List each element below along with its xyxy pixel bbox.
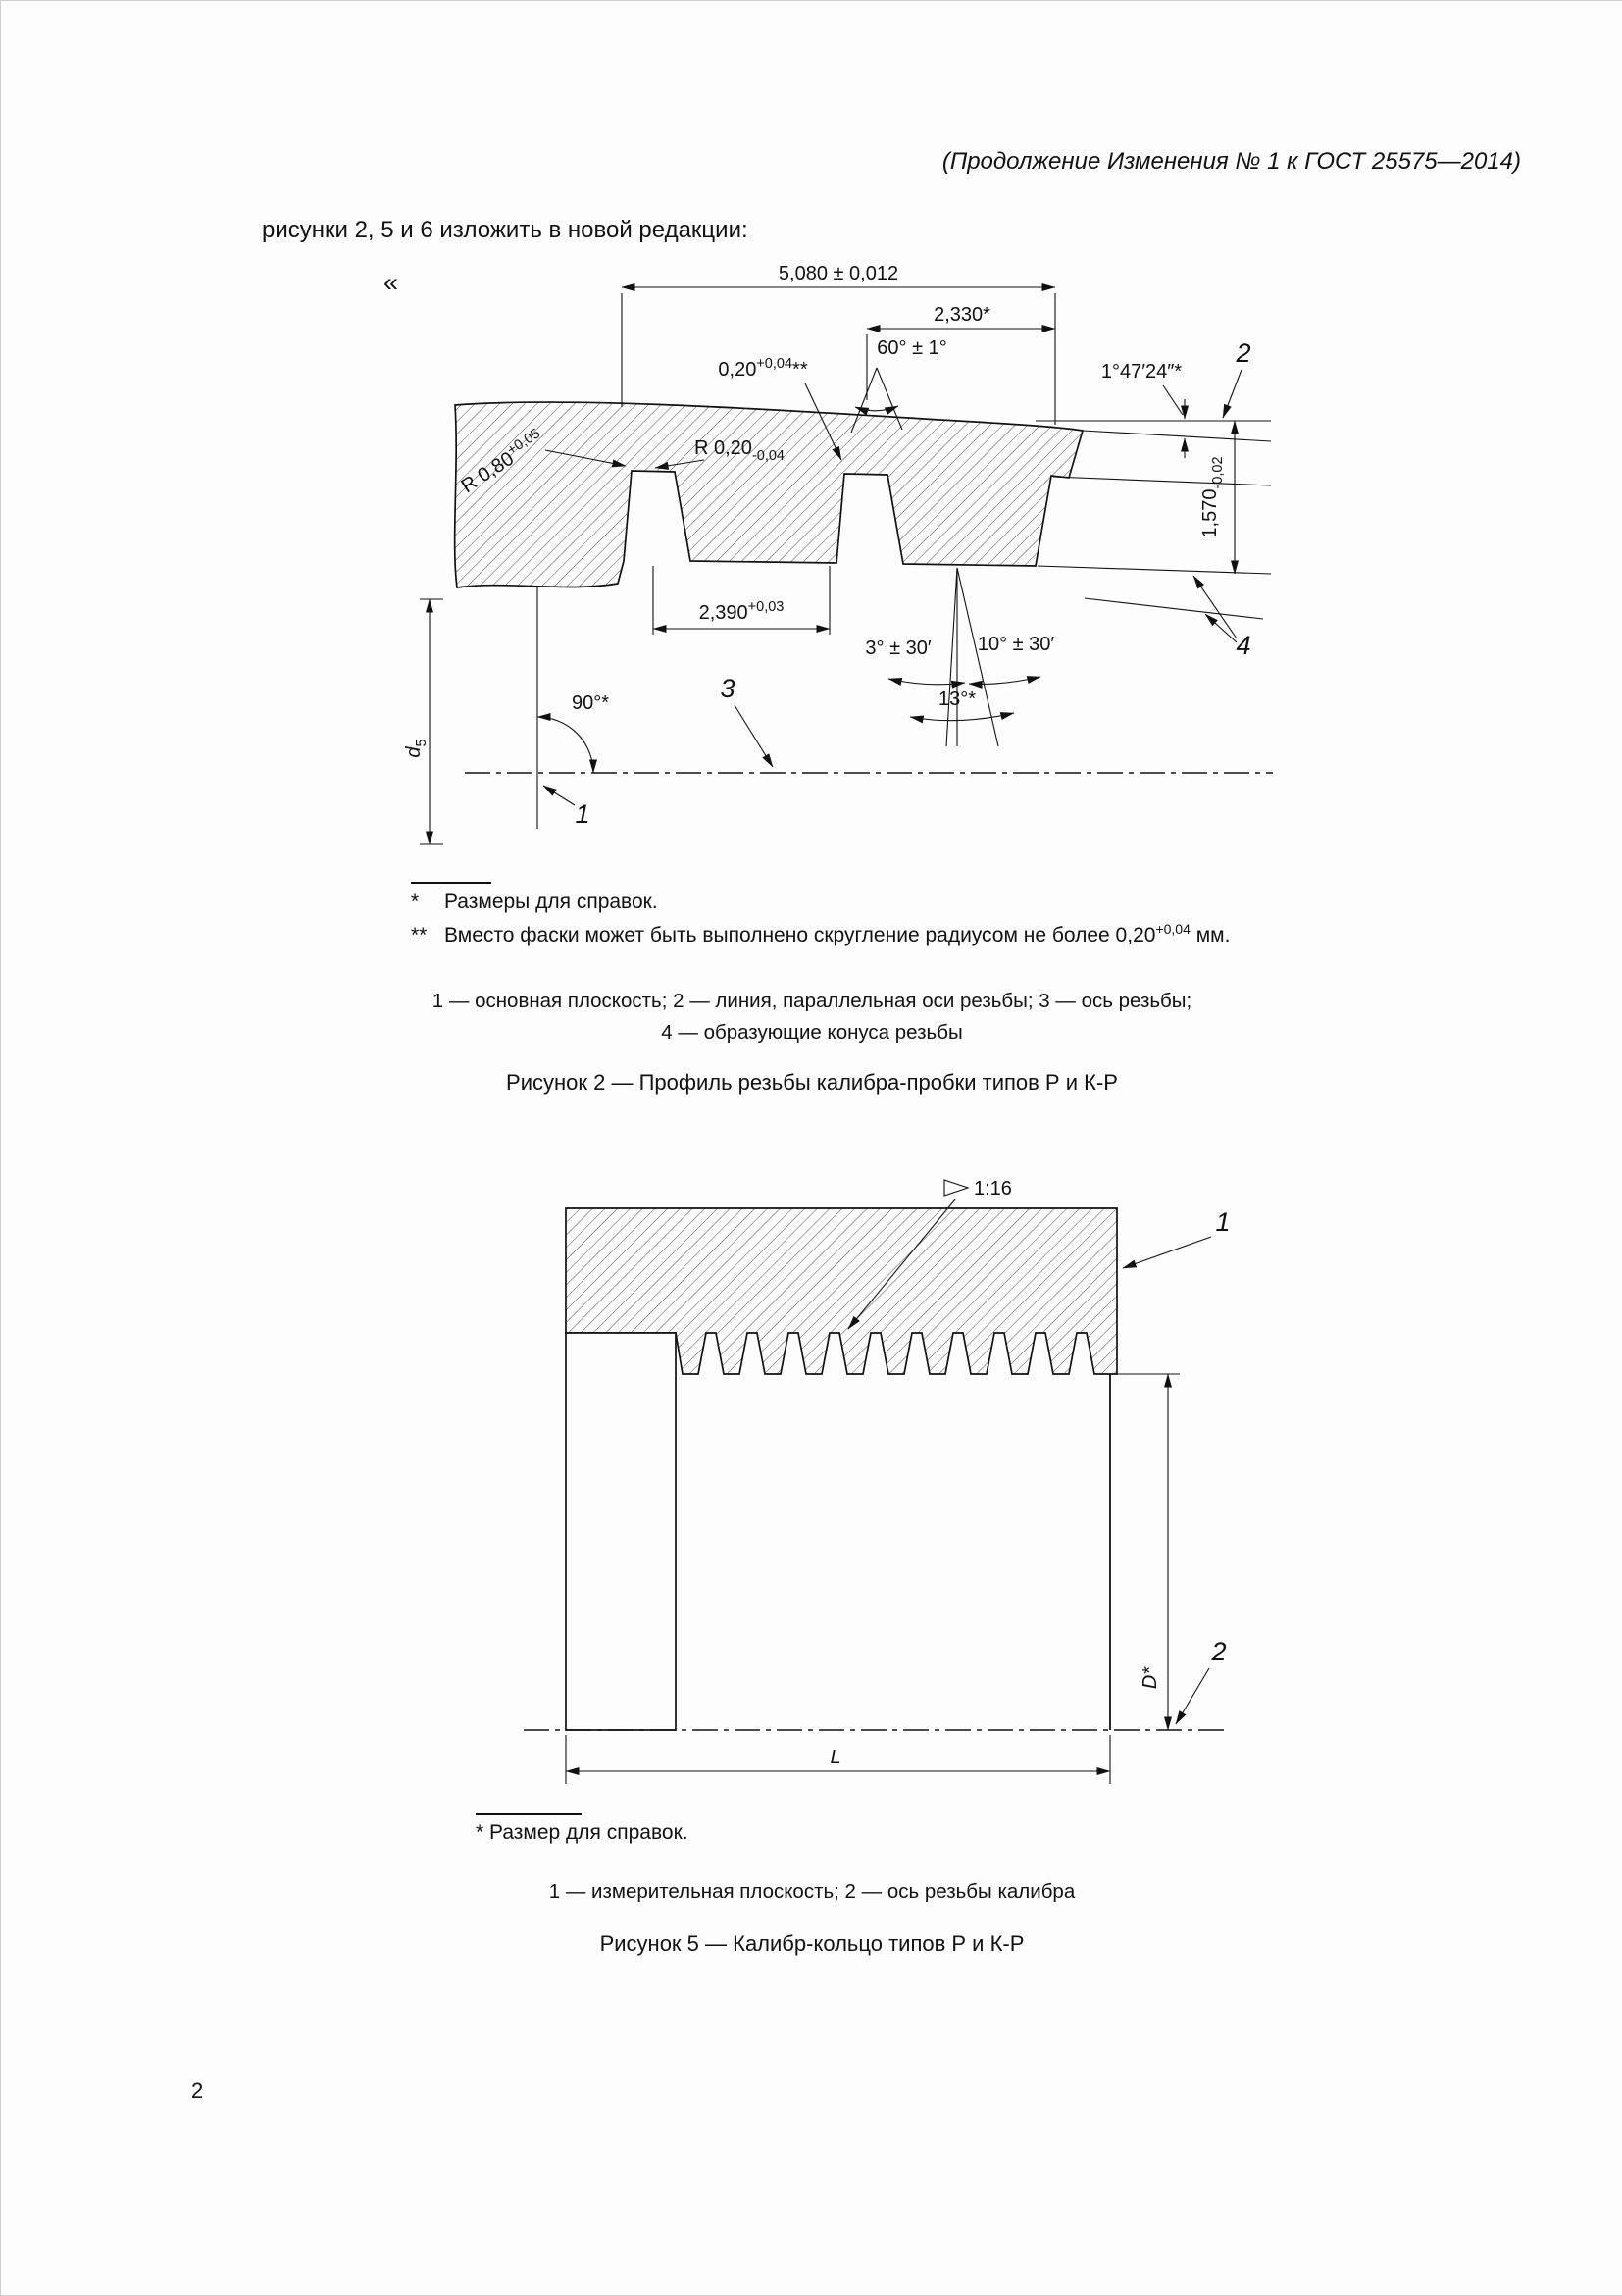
svg-text:L: L bbox=[830, 1747, 840, 1768]
thread-profile-drawing: 1°47′24″* 2 4 1,570-0,02 5,080 ± 0,012 bbox=[403, 263, 1273, 845]
flank-angles: 3° ± 30′ 10° ± 30′ 13°* bbox=[865, 567, 1055, 747]
svg-text:R 0,20-0,04: R 0,20-0,04 bbox=[694, 437, 785, 464]
caption-fig2: Рисунок 2 — Профиль резьбы калибра-пробк… bbox=[506, 1070, 1118, 1095]
legend-fig2-line1: 1 — основная плоскость; 2 — линия, парал… bbox=[431, 990, 1192, 1012]
svg-text:D*: D* bbox=[1140, 1666, 1161, 1689]
taper-value: 1:16 bbox=[974, 1178, 1012, 1199]
dim-L: L bbox=[565, 1735, 1111, 1784]
dim-1570: 1,570-0,02 bbox=[1199, 420, 1240, 575]
callout-1: 1 bbox=[542, 785, 590, 829]
svg-text:2: 2 bbox=[1210, 1637, 1226, 1666]
measuring-face bbox=[565, 1332, 677, 1731]
angle-3-label: 3° ± 30′ bbox=[865, 638, 931, 659]
crest-generator bbox=[1037, 565, 1272, 575]
footnote-rule-fig5 bbox=[476, 1813, 582, 1815]
open-quote: « bbox=[383, 268, 399, 297]
svg-text:5,080 ± 0,012: 5,080 ± 0,012 bbox=[779, 263, 898, 284]
basic-plane: 90°* bbox=[536, 587, 609, 829]
svg-text:4: 4 bbox=[1236, 631, 1250, 660]
angle-13-label: 13°* bbox=[938, 689, 976, 710]
svg-text:1,570-0,02: 1,570-0,02 bbox=[1199, 456, 1226, 537]
footnote-1: *Размеры для справок. bbox=[411, 891, 658, 913]
footnotes-fig2: *Размеры для справок. **Вместо фаски мож… bbox=[411, 887, 1230, 951]
svg-text:2,390+0,03: 2,390+0,03 bbox=[699, 599, 785, 624]
dim-2330: 2,330* bbox=[866, 304, 1056, 400]
root-generator bbox=[1052, 476, 1272, 486]
dim-D: D* bbox=[1115, 1373, 1180, 1731]
footnote-fig5: * Размер для справок. bbox=[476, 1821, 688, 1844]
angle-90-label: 90°* bbox=[572, 692, 609, 714]
caption-fig5: Рисунок 5 — Калибр-кольцо типов Р и К-Р bbox=[599, 1931, 1025, 1956]
footnote-rule-fig2 bbox=[411, 882, 491, 884]
svg-text:d5: d5 bbox=[403, 739, 430, 757]
radius-020: R 0,20-0,04 bbox=[654, 437, 785, 470]
taper-angle-annotation: 1°47′24″* bbox=[1101, 361, 1190, 458]
page-number: 2 bbox=[191, 2078, 204, 2103]
svg-text:1: 1 bbox=[575, 799, 589, 829]
taper-symbol: 1:16 bbox=[847, 1178, 1012, 1330]
dim-5080: 5,080 ± 0,012 bbox=[621, 263, 1056, 425]
legend-fig5: 1 — измерительная плоскость; 2 — ось рез… bbox=[548, 1880, 1076, 1903]
callout-4: 4 bbox=[1192, 575, 1251, 660]
chamfer-020: 0,20+0,04** bbox=[718, 356, 842, 461]
dim-2390: 2,390+0,03 bbox=[652, 566, 831, 635]
cone-generator-top bbox=[1082, 430, 1272, 442]
callout-3: 3 bbox=[720, 674, 774, 768]
taper-angle-value: 1°47′24″* bbox=[1101, 361, 1182, 383]
thread-section bbox=[453, 401, 1085, 588]
ring-section bbox=[565, 1207, 1118, 1375]
page-header: (Продолжение Изменения № 1 к ГОСТ 25575—… bbox=[941, 148, 1521, 175]
callout-1: 1 bbox=[1122, 1207, 1231, 1269]
legend-fig2-line2: 4 — образующие конуса резьбы bbox=[661, 1020, 963, 1044]
intro-text: рисунки 2, 5 и 6 изложить в новой редакц… bbox=[262, 217, 748, 243]
callout-2: 2 bbox=[1222, 338, 1251, 419]
angle-60: 60° ± 1° bbox=[850, 337, 947, 434]
svg-text:3: 3 bbox=[720, 674, 735, 703]
svg-text:2,330*: 2,330* bbox=[934, 304, 990, 326]
dim-d5: d5 bbox=[403, 598, 443, 845]
svg-text:0,20+0,04**: 0,20+0,04** bbox=[718, 356, 807, 381]
svg-text:1: 1 bbox=[1215, 1207, 1230, 1237]
svg-text:2: 2 bbox=[1235, 338, 1250, 368]
ring-gauge-drawing: 1:16 1 2 D* L bbox=[524, 1178, 1231, 1784]
svg-text:60° ± 1°: 60° ± 1° bbox=[877, 337, 946, 359]
angle-10-label: 10° ± 30′ bbox=[978, 634, 1055, 655]
footnote-2: **Вместо фаски может быть выполнено скру… bbox=[411, 920, 1231, 946]
cone-generator-lower bbox=[1084, 597, 1264, 620]
legend-fig2: 1 — основная плоскость; 2 — линия, парал… bbox=[1, 986, 1622, 1048]
callout-2: 2 bbox=[1175, 1637, 1227, 1725]
